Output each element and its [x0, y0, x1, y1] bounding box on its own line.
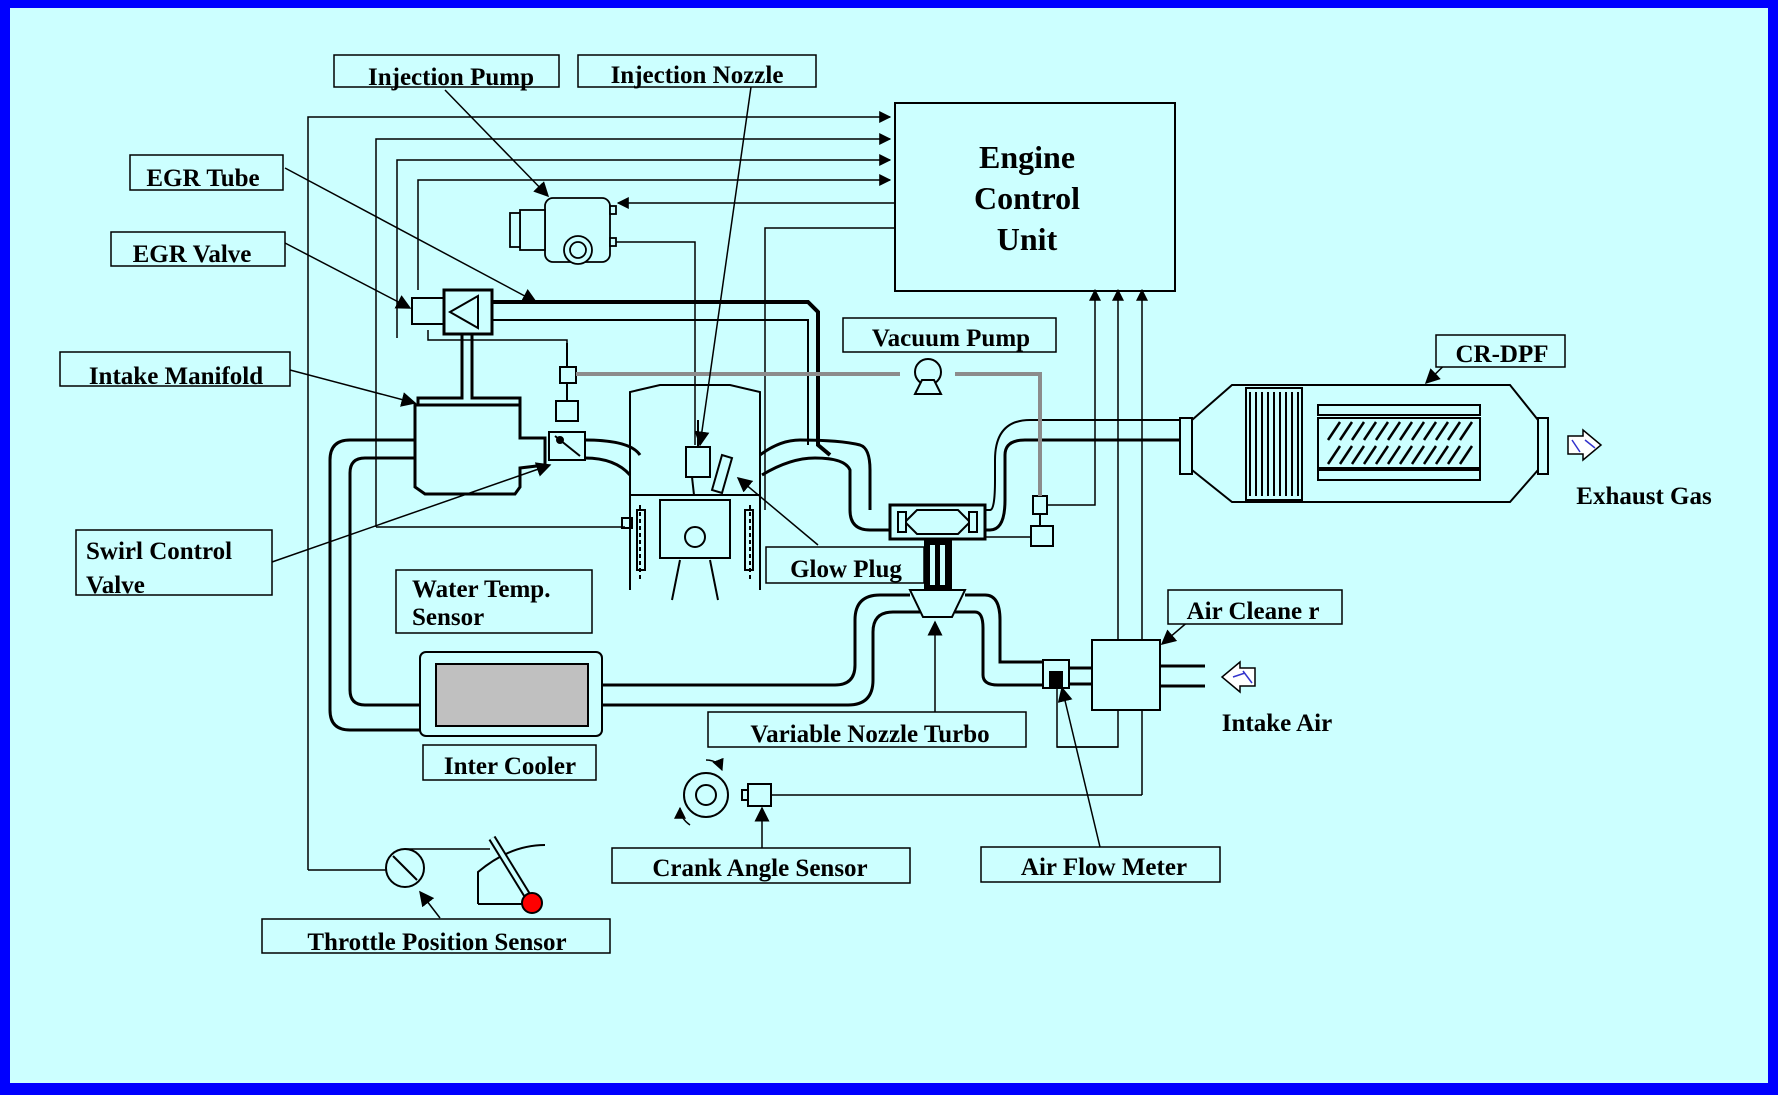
label-vacuum-pump: Vacuum Pump [843, 318, 1056, 352]
svg-text:EGR Tube: EGR Tube [146, 165, 259, 192]
vacuum-pump-icon [915, 359, 941, 394]
inter-cooler [420, 652, 602, 736]
label-egr-valve: EGR Valve [111, 232, 285, 268]
label-air-cleaner: Air Cleane r [1168, 590, 1342, 625]
cr-dpf-unit [1180, 385, 1548, 502]
label-cr-dpf: CR-DPF [1436, 335, 1565, 368]
svg-text:Throttle Position Sensor: Throttle Position Sensor [307, 929, 566, 956]
label-air-flow-meter: Air Flow Meter [981, 847, 1220, 882]
label-egr-tube: EGR Tube [130, 155, 283, 192]
label-inter-cooler: Inter Cooler [423, 745, 596, 780]
ecu-label-line2: Control [974, 180, 1080, 216]
ecu-label-line1: Engine [979, 139, 1075, 175]
label-injection-nozzle: Injection Nozzle [578, 55, 816, 89]
svg-text:Inter Cooler: Inter Cooler [444, 753, 576, 780]
svg-text:Air Flow Meter: Air Flow Meter [1021, 854, 1187, 881]
label-intake-manifold: Intake Manifold [60, 352, 290, 390]
svg-text:Injection Nozzle: Injection Nozzle [611, 62, 784, 89]
svg-text:Variable Nozzle Turbo: Variable Nozzle Turbo [750, 721, 989, 748]
label-variable-nozzle-turbo: Variable Nozzle Turbo [708, 712, 1026, 748]
svg-text:CR-DPF: CR-DPF [1455, 341, 1548, 368]
svg-text:Injection Pump: Injection Pump [368, 64, 534, 91]
label-glow-plug: Glow Plug [766, 547, 924, 583]
air-cleaner [1092, 640, 1160, 710]
svg-text:Intake Manifold: Intake Manifold [89, 363, 263, 390]
label-swirl-control-valve: Swirl Control Valve [76, 530, 272, 599]
ecu-label-line3: Unit [997, 221, 1058, 257]
svg-text:Water Temp.: Water Temp. [412, 576, 550, 603]
svg-text:EGR Valve: EGR Valve [133, 241, 252, 268]
svg-text:Swirl Control: Swirl Control [86, 538, 232, 565]
svg-text:Air Cleane r: Air Cleane r [1187, 598, 1320, 625]
label-exhaust-gas: Exhaust Gas [1576, 483, 1712, 510]
label-crank-angle-sensor: Crank Angle Sensor [612, 848, 910, 883]
svg-text:Sensor: Sensor [412, 604, 484, 631]
label-throttle-position-sensor: Throttle Position Sensor [262, 919, 610, 956]
svg-text:Vacuum Pump: Vacuum Pump [872, 325, 1030, 352]
svg-text:Glow Plug: Glow Plug [790, 556, 902, 583]
label-intake-air: Intake Air [1222, 710, 1332, 737]
svg-text:Crank Angle Sensor: Crank Angle Sensor [652, 855, 867, 882]
label-injection-pump: Injection Pump [334, 55, 559, 91]
svg-text:Valve: Valve [86, 572, 145, 599]
label-water-temp-sensor: Water Temp. Sensor [396, 570, 592, 633]
